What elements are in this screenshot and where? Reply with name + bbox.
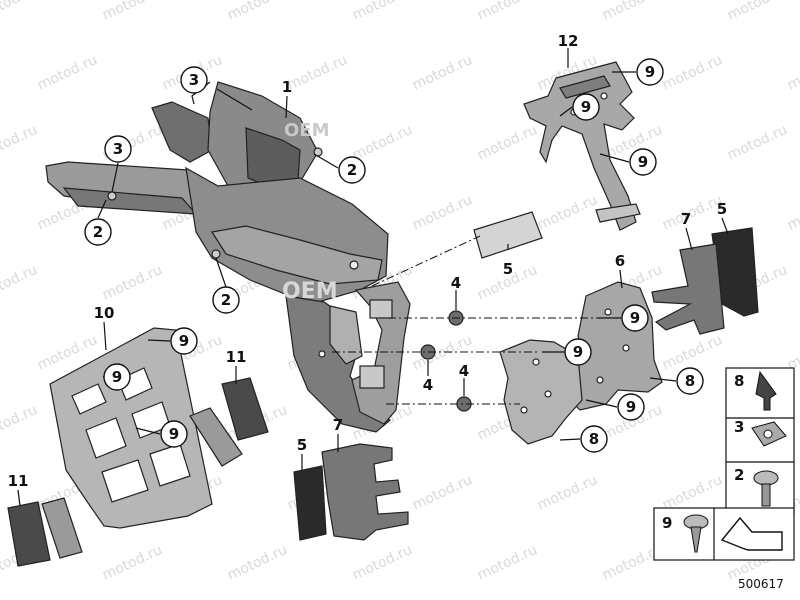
watermark-text: motod.ru	[350, 122, 415, 164]
callout-9i: 9	[169, 425, 179, 443]
tapping-screw-icon	[683, 514, 709, 553]
watermark-text: motod.ru	[410, 192, 475, 234]
callout-9c: 9	[638, 153, 648, 171]
watermark-text: motod.ru	[285, 52, 350, 94]
callout-9h: 9	[112, 368, 122, 386]
callout-8a: 8	[685, 372, 695, 390]
callout-12: 12	[558, 32, 579, 50]
legend-label-2: 2	[734, 466, 744, 484]
watermark-text: motod.ru	[785, 332, 800, 374]
callout-2c: 2	[221, 291, 231, 309]
watermark-text: motod.ru	[785, 52, 800, 94]
callout-circles	[84, 58, 704, 453]
callout-9d: 9	[630, 309, 640, 327]
callout-7a: 7	[681, 210, 691, 228]
clip-nut-icon	[751, 421, 787, 447]
watermark-text: motod.ru	[410, 472, 475, 514]
legend-label-9: 9	[662, 514, 672, 532]
watermark-text: motod.ru	[0, 0, 40, 24]
oem-mark-2: OEM	[282, 279, 338, 304]
callout-9f: 9	[626, 398, 636, 416]
callout-4a: 4	[451, 274, 461, 292]
reference-number: 500617	[738, 577, 784, 591]
watermark-text: motod.ru	[350, 0, 415, 24]
watermark-text: motod.ru	[100, 262, 165, 304]
watermark-text: motod.ru	[475, 122, 540, 164]
watermark-text: motod.ru	[0, 122, 40, 164]
callout-9e: 9	[573, 343, 583, 361]
legend-label-3: 3	[734, 418, 744, 436]
plate-carrier	[49, 327, 213, 529]
assembly-lines	[332, 235, 610, 405]
arrow-icon	[720, 516, 783, 551]
watermark-text: motod.ru	[725, 0, 790, 24]
watermark-text: motod.ru	[535, 192, 600, 234]
reflector-strips	[293, 211, 759, 541]
callout-4c: 4	[459, 362, 469, 380]
callout-8b: 8	[589, 430, 599, 448]
watermark-text: motod.ru	[100, 542, 165, 584]
fastener-legend: 8 3 2 9	[653, 367, 795, 561]
watermark-text: motod.ru	[660, 192, 725, 234]
watermark-text: motod.ru	[35, 52, 100, 94]
watermark-text: motod.ru	[600, 0, 665, 24]
callout-5a: 5	[503, 260, 513, 278]
callout-labels: 1 3 3 2 2 2 5 12 9 9 9 6 7 5 9 9 9 8 8 4…	[8, 32, 728, 490]
watermark-text: motod.ru	[660, 332, 725, 374]
watermark-text: motod.ru	[350, 542, 415, 584]
callout-11b: 11	[8, 472, 29, 490]
watermark-text: motod.ru	[100, 0, 165, 24]
callout-1: 1	[282, 78, 292, 96]
callout-9b: 9	[581, 98, 591, 116]
callout-7b: 7	[333, 416, 343, 434]
watermark-text: motod.ru	[475, 0, 540, 24]
callout-5c: 5	[297, 436, 307, 454]
callout-11a: 11	[226, 348, 247, 366]
legend-label-8: 8	[734, 372, 744, 390]
reflector-holders	[321, 243, 725, 541]
callout-10: 10	[94, 304, 115, 322]
watermark-text: motod.ru	[535, 472, 600, 514]
watermark-text: motod.ru	[225, 542, 290, 584]
upper-holder-bracket	[523, 61, 641, 231]
push-rivet-icon	[755, 370, 777, 411]
watermark-text: motod.ru	[660, 472, 725, 514]
callout-2b: 2	[93, 223, 103, 241]
oem-mark-1: OEM	[284, 120, 330, 141]
callout-9a: 9	[645, 63, 655, 81]
callout-4b: 4	[423, 376, 433, 394]
watermark-text: motod.ru	[725, 122, 790, 164]
callout-3a: 3	[189, 71, 199, 89]
screw-icon	[753, 470, 779, 507]
callout-6: 6	[615, 252, 625, 270]
watermark-text: motod.ru	[475, 542, 540, 584]
watermark-text: motod.ru	[225, 0, 290, 24]
rubber-pads	[7, 377, 269, 567]
watermark-text: motod.ru	[660, 52, 725, 94]
callout-3b: 3	[113, 140, 123, 158]
watermark-text: motod.ru	[785, 192, 800, 234]
watermark-text: motod.ru	[0, 262, 40, 304]
callout-2a: 2	[347, 161, 357, 179]
watermark-text: motod.ru	[410, 52, 475, 94]
callout-5b: 5	[717, 200, 727, 218]
watermark-text: motod.ru	[0, 402, 40, 444]
callout-9g: 9	[179, 332, 189, 350]
